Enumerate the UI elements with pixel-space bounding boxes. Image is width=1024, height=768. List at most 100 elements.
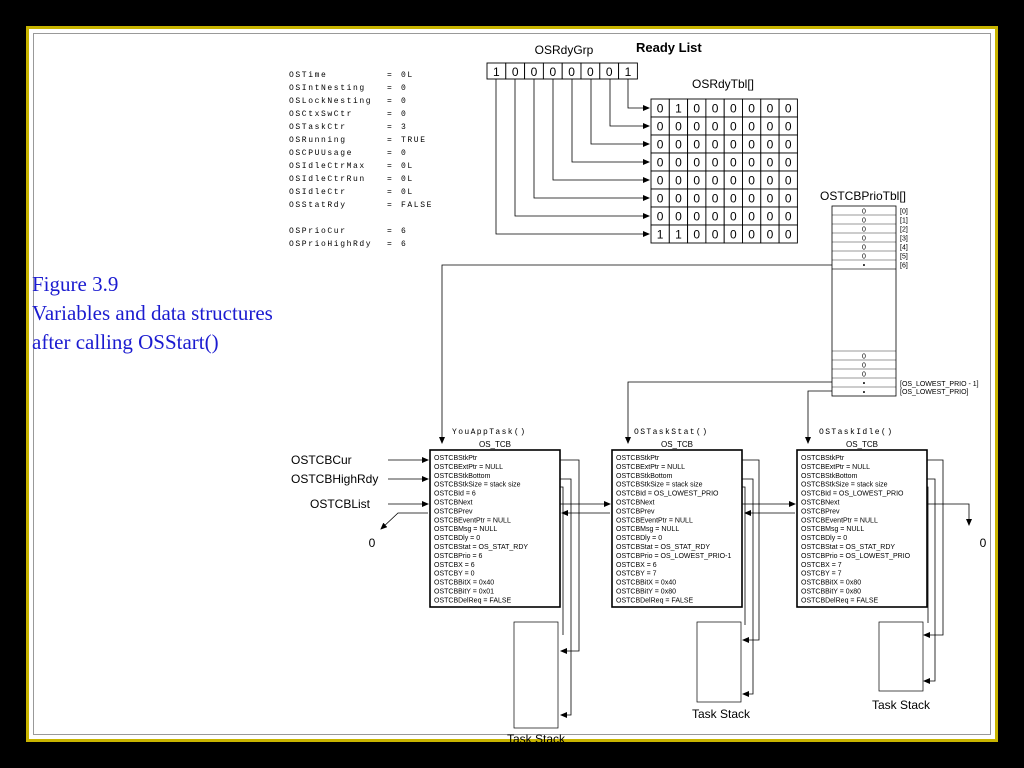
ostcbpriotbl-label: OSTCBPrioTbl[] <box>820 189 906 203</box>
osrdytbl-bit: 0 <box>693 228 700 242</box>
osrdygrp-bit: 0 <box>531 65 538 79</box>
tcb-field: OSTCBPrio = 6 <box>434 553 483 560</box>
tcb-field: OSTCBId = OS_LOWEST_PRIO <box>801 491 904 498</box>
task-stack-box <box>513 621 559 729</box>
osrdytbl-bit: 0 <box>748 120 755 134</box>
tcb-field: OSTCBBitX = 0x80 <box>801 580 861 587</box>
variable-value: 6 <box>401 240 407 249</box>
variable-value: 0 <box>401 110 407 119</box>
osrdytbl-bit: 0 <box>785 138 792 152</box>
osrdytbl-bit: 0 <box>712 174 719 188</box>
variable-value: TRUE <box>401 136 427 145</box>
ostcbhighrdy-label: OSTCBHighRdy <box>291 472 378 486</box>
tcb-field: OSTCBNext <box>434 500 473 507</box>
tcb-field: OSTCBY = 7 <box>801 571 842 578</box>
tcb-field: OSTCBStkPtr <box>801 455 845 462</box>
osrdytbl-bit: 0 <box>767 156 774 170</box>
tcb-field: OSTCBPrio = OS_LOWEST_PRIO-1 <box>616 553 731 560</box>
tcb-field: OSTCBStkBottom <box>616 473 673 480</box>
variable-value: 0 <box>401 149 407 158</box>
tcb-task-name: YouAppTask() <box>452 428 526 437</box>
osrdytbl-bit: 0 <box>730 228 737 242</box>
tcb-field: OSTCBDly = 0 <box>434 535 480 542</box>
osrdytbl-bit: 0 <box>785 156 792 170</box>
osrdytbl-bit: 0 <box>748 192 755 206</box>
tcb-field: OSTCBDly = 0 <box>801 535 847 542</box>
ostcbpriotbl-entry: 0 <box>862 245 866 252</box>
tcb-field: OSTCBDelReq = FALSE <box>434 597 512 604</box>
ostcbpriotbl-entry: 0 <box>862 354 866 361</box>
osrdytbl-bit: 0 <box>730 102 737 116</box>
osrdytbl-bit: 0 <box>712 210 719 224</box>
osrdytbl-bit: 0 <box>675 156 682 170</box>
osrdytbl-bit: 0 <box>785 228 792 242</box>
osrdygrp-bit: 0 <box>587 65 594 79</box>
tcb-field: OSTCBExtPtr = NULL <box>616 464 685 471</box>
tcb-field: OSTCBId = 6 <box>434 491 476 498</box>
ostcbpriotbl-entry: • <box>863 381 866 388</box>
osrdytbl-bit: 0 <box>712 228 719 242</box>
tcb-field: OSTCBDelReq = FALSE <box>801 597 879 604</box>
variable-value: 3 <box>401 123 407 132</box>
figure-caption: Figure 3.9 Variables and data structures… <box>32 270 273 357</box>
ostcbpriotbl-entry: 0 <box>862 254 866 261</box>
ostcbpriotbl-index: [6] <box>900 263 908 270</box>
ostcbcur-label: OSTCBCur <box>291 453 352 467</box>
osrdytbl-bit: 0 <box>730 174 737 188</box>
osrdytbl-bit: 0 <box>693 174 700 188</box>
osrdytbl-bit: 0 <box>657 120 664 134</box>
tcb-field: OSTCBStkBottom <box>434 473 491 480</box>
ostcbpriotbl-box <box>831 205 897 397</box>
tcb-box <box>796 449 928 608</box>
tcb-task-name: OSTaskIdle() <box>819 428 893 437</box>
tcb-field: OSTCBPrev <box>616 508 655 515</box>
osrdygrp-bit: 0 <box>606 65 613 79</box>
ostcbpriotbl-index: [OS_LOWEST_PRIO - 1] <box>900 381 979 388</box>
tcb-field: OSTCBExtPtr = NULL <box>801 464 870 471</box>
osrdytbl-bit: 0 <box>767 174 774 188</box>
variable-name: OSPrioCur <box>289 227 347 236</box>
osrdygrp-bit: 0 <box>568 65 575 79</box>
figure-title-line1: Variables and data structures <box>32 301 273 325</box>
osrdytbl-bit: 1 <box>675 102 682 116</box>
osrdytbl-bit: 0 <box>767 228 774 242</box>
variable-name: OSIdleCtr <box>289 188 347 197</box>
osrdytbl-bit: 0 <box>657 138 664 152</box>
ostcbpriotbl-entry: 0 <box>862 363 866 370</box>
ostcbpriotbl-entry: 0 <box>862 236 866 243</box>
osrdytbl-bit: 0 <box>748 228 755 242</box>
osrdytbl-bit: 0 <box>785 192 792 206</box>
figure-title-line2: after calling OSStart() <box>32 330 219 354</box>
tcb-field: OSTCBEventPtr = NULL <box>434 517 511 524</box>
variable-equals: = <box>387 162 392 171</box>
variable-name: OSIdleCtrMax <box>289 162 366 171</box>
task-stack-label: Task Stack <box>692 707 751 721</box>
tcb-field: OSTCBStkBottom <box>801 473 858 480</box>
osrdytbl-bit: 0 <box>767 138 774 152</box>
tcb-field: OSTCBMsg = NULL <box>434 526 497 533</box>
variable-equals: = <box>387 71 392 80</box>
osrdytbl-bit: 0 <box>748 156 755 170</box>
variable-name: OSRunning <box>289 136 347 145</box>
variable-equals: = <box>387 123 392 132</box>
variable-value: 0L <box>401 162 414 171</box>
variable-value: 0 <box>401 84 407 93</box>
tcb-box <box>429 449 561 608</box>
tcb-field: OSTCBBitX = 0x40 <box>616 580 676 587</box>
variable-name: OSStatRdy <box>289 201 347 210</box>
ready-list-title: Ready List <box>636 40 702 55</box>
tcb-field: OSTCBX = 6 <box>616 562 657 569</box>
tcb-field: OSTCBY = 7 <box>616 571 657 578</box>
osrdytbl-bit: 0 <box>657 174 664 188</box>
osrdytbl-bit: 0 <box>730 156 737 170</box>
osrdytbl-bit: 0 <box>675 210 682 224</box>
ostcbpriotbl-entry: • <box>863 263 866 270</box>
variable-name: OSLockNesting <box>289 97 372 106</box>
tcb-header: OS_TCB <box>846 440 878 449</box>
ostcbpriotbl-entry: 0 <box>862 218 866 225</box>
variable-equals: = <box>387 136 392 145</box>
ostcbpriotbl-entry: • <box>863 390 866 397</box>
osrdytbl-bit: 0 <box>748 210 755 224</box>
osrdytbl-bit: 0 <box>748 174 755 188</box>
ostcbpriotbl-index: [1] <box>900 218 908 225</box>
